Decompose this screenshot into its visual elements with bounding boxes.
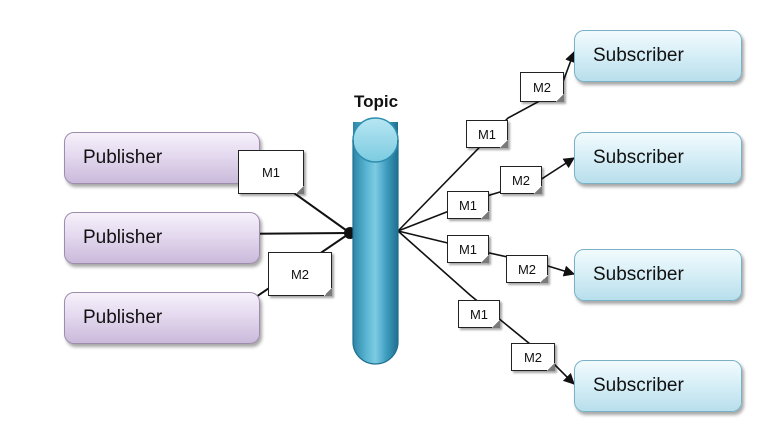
subscriber-2[interactable]: Subscriber xyxy=(574,132,742,184)
publisher-2-label: Publisher xyxy=(83,227,163,248)
message-pub1: M1 xyxy=(238,150,304,194)
publisher-1[interactable]: Publisher xyxy=(64,132,260,184)
publisher-2[interactable]: Publisher xyxy=(64,212,260,264)
message-sub3-m2: M2 xyxy=(506,255,548,283)
subscriber-1-label: Subscriber xyxy=(593,45,684,66)
subscriber-4-label: Subscriber xyxy=(593,375,684,396)
subscriber-3-label: Subscriber xyxy=(593,264,684,285)
message-sub2-m2: M2 xyxy=(500,166,542,194)
message-sub3-m1: M1 xyxy=(447,235,489,263)
message-sub1-m2: M2 xyxy=(520,72,564,102)
message-sub4-m2: M2 xyxy=(511,343,555,371)
publisher-3[interactable]: Publisher xyxy=(64,292,260,344)
message-sub1-m1: M1 xyxy=(466,120,508,148)
sub4-connector xyxy=(397,230,575,385)
topic-cylinder xyxy=(352,117,399,365)
subscriber-1[interactable]: Subscriber xyxy=(574,30,742,82)
message-sub4-m1: M1 xyxy=(458,300,500,328)
sub1-connector xyxy=(397,50,576,232)
topic-label: Topic xyxy=(353,92,399,111)
publisher-3-label: Publisher xyxy=(83,307,163,328)
message-sub2-m1: M1 xyxy=(447,191,489,219)
subscriber-4[interactable]: Subscriber xyxy=(574,360,742,412)
message-pub3: M2 xyxy=(268,252,332,296)
subscriber-2-label: Subscriber xyxy=(593,147,684,168)
publisher-1-label: Publisher xyxy=(83,147,163,168)
subscriber-3[interactable]: Subscriber xyxy=(574,249,742,301)
